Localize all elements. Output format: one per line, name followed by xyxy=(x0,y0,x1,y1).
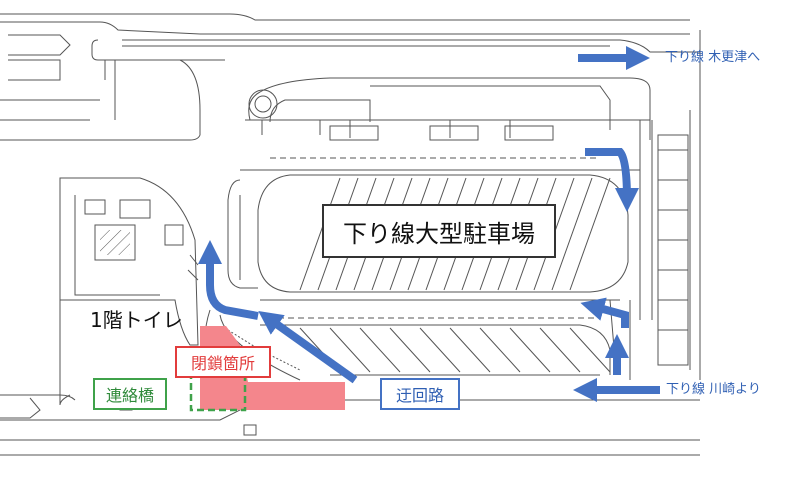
to-kisarazu-label: 下り線 木更津へ xyxy=(665,50,761,65)
bridge-label: 連絡橋 xyxy=(93,378,167,410)
detour-label: 迂回路 xyxy=(380,378,460,410)
parking-title: 下り線大型駐車場 xyxy=(322,204,556,258)
from-kawasaki-label: 下り線 川崎より xyxy=(666,382,761,397)
detour-arrows xyxy=(198,46,660,402)
closed-area-label: 閉鎖箇所 xyxy=(175,346,271,378)
toilet-label: 1階トイレ xyxy=(90,308,183,332)
